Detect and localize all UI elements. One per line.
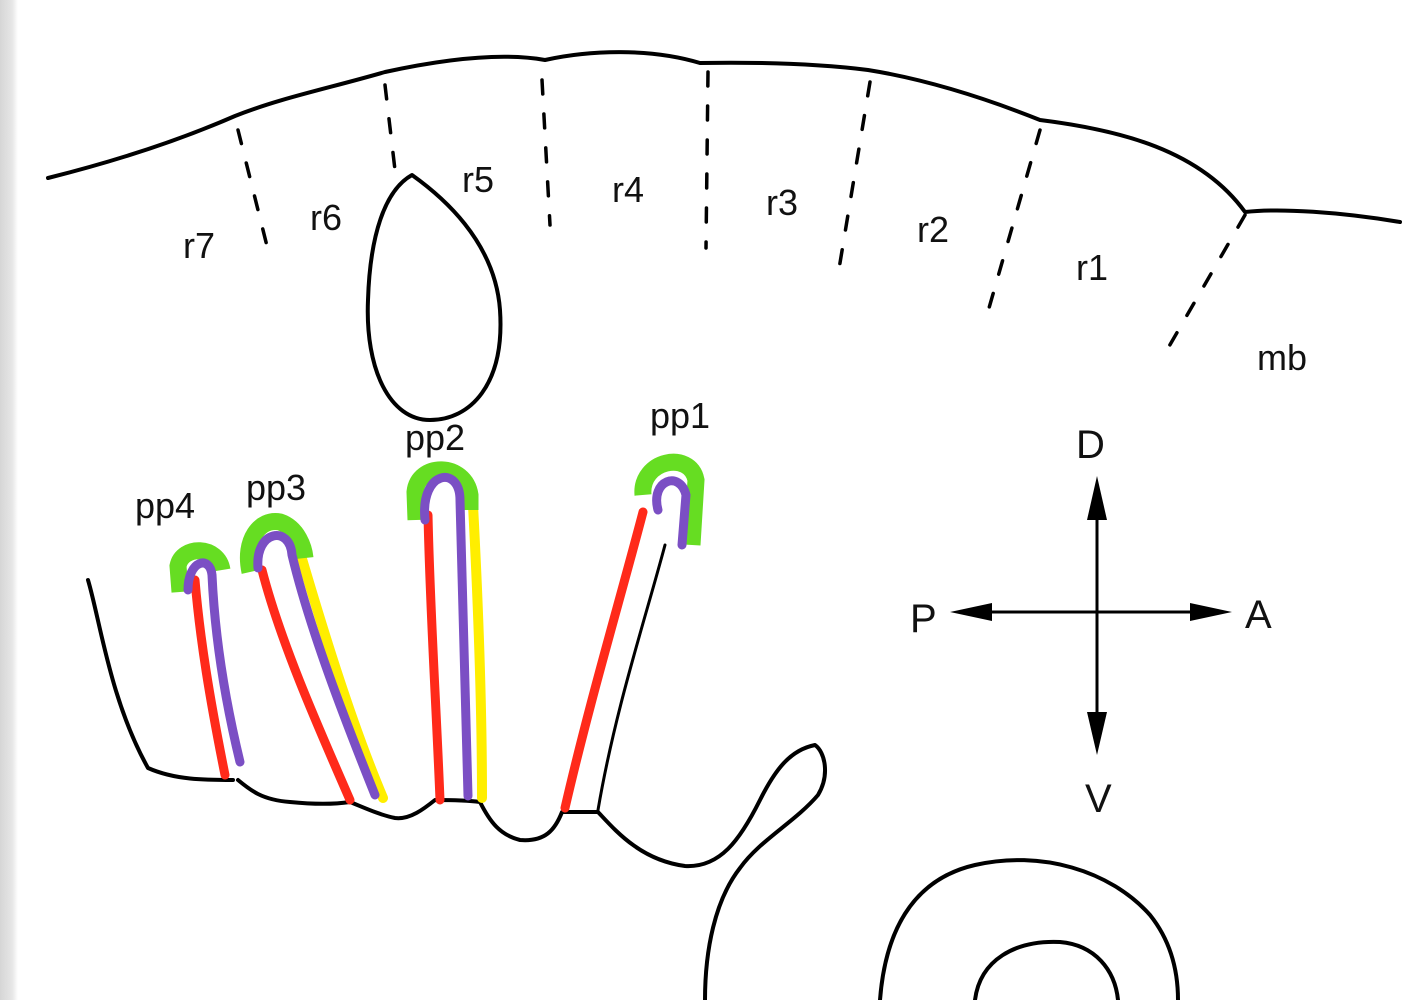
label-r5: r5	[462, 159, 494, 200]
arrowhead-ventral-icon	[1087, 712, 1107, 755]
boundary-r5-r4	[542, 80, 550, 225]
pp3-purple-lining	[258, 536, 375, 795]
pp3-yellow-wall	[300, 552, 383, 798]
otic-vesicle	[368, 175, 501, 420]
label-r7: r7	[183, 225, 215, 266]
neural-tube-outline	[48, 52, 1400, 222]
boundary-r6-r5	[385, 85, 395, 170]
pp2-yellow-wall	[473, 505, 482, 798]
rhombomere-boundaries	[238, 72, 1245, 362]
boundary-r7-r6	[238, 130, 270, 258]
rhombomere-labels: r7 r6 r5 r4 r3 r2 r1 mb	[183, 159, 1307, 378]
label-r4: r4	[612, 169, 644, 210]
label-pp4: pp4	[135, 485, 195, 526]
label-mb: mb	[1257, 337, 1307, 378]
label-ventral: V	[1085, 777, 1112, 821]
label-posterior: P	[910, 597, 937, 641]
eye-outer	[880, 860, 1178, 1000]
label-r3: r3	[766, 182, 798, 223]
label-dorsal: D	[1076, 423, 1105, 467]
pouch-pp1	[565, 462, 696, 810]
pp2-red-wall	[428, 515, 440, 800]
label-pp1: pp1	[650, 395, 710, 436]
pp1-inner-outline	[598, 545, 665, 810]
label-pp3: pp3	[246, 467, 306, 508]
eye-inner	[975, 942, 1118, 1000]
boundary-r1-mb	[1160, 215, 1245, 362]
pp1-purple-lining	[657, 481, 686, 545]
boundary-r4-r3	[706, 72, 708, 248]
label-anterior: A	[1245, 593, 1272, 637]
pharyngeal-pouches	[178, 462, 696, 810]
arrowhead-posterior-icon	[950, 603, 992, 621]
arrowhead-anterior-icon	[1190, 603, 1232, 621]
boundary-r2-r1	[985, 130, 1040, 322]
label-r2: r2	[917, 209, 949, 250]
label-r1: r1	[1076, 247, 1108, 288]
pouch-pp4	[178, 551, 240, 775]
label-r6: r6	[310, 197, 342, 238]
pouch-pp3	[248, 522, 383, 800]
pharynx-outline-2	[238, 745, 825, 1000]
orientation-compass: D V P A	[910, 423, 1272, 821]
arrowhead-dorsal-icon	[1087, 476, 1107, 520]
label-pp2: pp2	[405, 417, 465, 458]
boundary-r3-r2	[838, 82, 870, 275]
pouch-pp2	[415, 470, 482, 800]
